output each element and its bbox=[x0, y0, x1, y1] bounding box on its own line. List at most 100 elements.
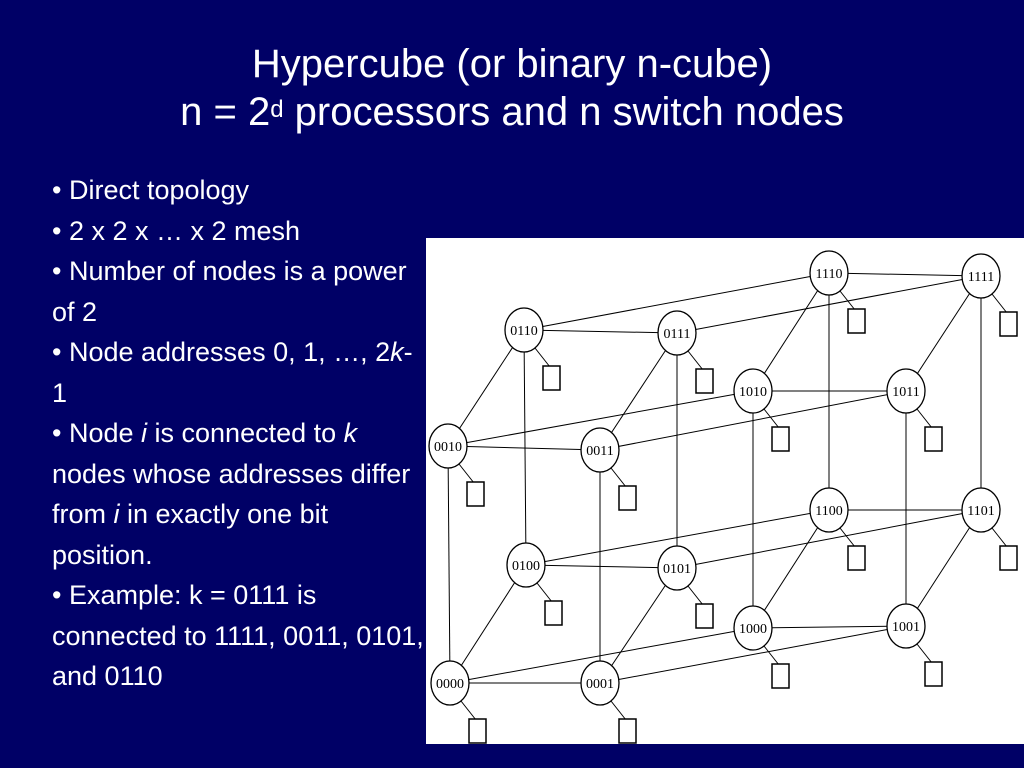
processor-box bbox=[468, 718, 487, 744]
bullet-node-addresses-var: k bbox=[390, 337, 404, 367]
switch-node bbox=[657, 310, 697, 356]
node-label: 0101 bbox=[663, 562, 691, 577]
processor-box bbox=[771, 426, 790, 452]
node-label: 1000 bbox=[739, 622, 767, 637]
processor-link bbox=[916, 643, 933, 664]
processor-box bbox=[544, 600, 563, 626]
bullet-list: • Direct topology • 2 x 2 x … x 2 mesh •… bbox=[52, 170, 424, 697]
conn-text-a: • Node bbox=[52, 418, 142, 448]
hypercube-edge bbox=[449, 564, 527, 684]
hypercube-edge bbox=[447, 445, 451, 684]
hypercube-edge bbox=[752, 625, 907, 629]
processor-link bbox=[916, 408, 933, 429]
processor-box bbox=[771, 663, 790, 689]
processor-box bbox=[542, 365, 561, 391]
switch-node bbox=[809, 487, 849, 533]
hypercube-edge bbox=[523, 329, 527, 566]
title-line-2-prefix: n = 2 bbox=[180, 90, 271, 134]
node-label: 1100 bbox=[815, 504, 842, 519]
processor-link bbox=[763, 645, 780, 666]
bullet-power-of-two: • Number of nodes is a power of 2 bbox=[52, 256, 407, 327]
node-label: 0110 bbox=[510, 324, 537, 339]
processor-box bbox=[695, 603, 714, 629]
conn-text-c: nodes whose addresses differ from bbox=[52, 458, 411, 530]
processor-box bbox=[847, 308, 866, 334]
switch-node bbox=[504, 307, 544, 353]
processor-link bbox=[839, 527, 856, 548]
bullet-example: • Example: k = 0111 is connected to 1111… bbox=[52, 580, 424, 691]
switch-node bbox=[580, 427, 620, 473]
node-label: 0011 bbox=[586, 444, 613, 459]
bullet-mesh: • 2 x 2 x … x 2 mesh bbox=[52, 215, 301, 246]
hypercube-edge bbox=[523, 329, 678, 334]
bullet-direct-topology: • Direct topology bbox=[52, 175, 250, 205]
processor-link bbox=[991, 293, 1008, 314]
switch-node bbox=[886, 368, 926, 414]
processor-link bbox=[763, 408, 780, 429]
node-label: 0010 bbox=[434, 440, 462, 455]
switch-node bbox=[580, 660, 620, 706]
hypercube-edge bbox=[752, 509, 830, 629]
hypercube-edge bbox=[905, 509, 982, 627]
node-label: 1001 bbox=[892, 620, 920, 635]
switch-node bbox=[657, 545, 697, 591]
processor-box bbox=[618, 718, 637, 744]
processor-box bbox=[924, 426, 943, 452]
title-line-2-suffix: processors and n switch nodes bbox=[283, 90, 844, 134]
conn-text-d: in exactly one bit position. bbox=[52, 499, 329, 570]
switch-node bbox=[430, 660, 470, 706]
processor-link bbox=[687, 350, 704, 371]
hypercube-edge bbox=[447, 445, 601, 451]
processor-link bbox=[687, 585, 704, 606]
conn-var-i: i bbox=[141, 418, 148, 448]
hypercube-edge bbox=[905, 275, 982, 392]
node-label: 1111 bbox=[968, 270, 994, 285]
node-label: 1010 bbox=[739, 385, 767, 400]
processor-box bbox=[695, 368, 714, 394]
bullet-node-addresses-text: • Node addresses 0, 1, …, 2 bbox=[52, 337, 391, 367]
hypercube-edge bbox=[752, 272, 830, 392]
slide-title: Hypercube (or binary n-cube) n = 2d proc… bbox=[0, 40, 1024, 136]
conn-var-k: k bbox=[343, 418, 358, 448]
title-line-2: n = 2d processors and n switch nodes bbox=[0, 88, 1024, 136]
processor-link bbox=[534, 347, 551, 368]
switch-node bbox=[886, 603, 926, 649]
hypercube-edge bbox=[447, 390, 754, 447]
node-label: 0001 bbox=[586, 677, 614, 692]
switch-node bbox=[733, 368, 773, 414]
processor-link bbox=[610, 467, 627, 488]
processor-link bbox=[458, 463, 475, 484]
node-label: 1110 bbox=[816, 267, 843, 282]
hypercube-edge bbox=[449, 627, 754, 684]
node-label: 0000 bbox=[436, 677, 464, 692]
node-label: 1101 bbox=[967, 504, 994, 519]
switch-node bbox=[506, 542, 546, 588]
node-label: 0100 bbox=[512, 559, 540, 574]
bullet-node-addresses: • Node addresses 0, 1, …, 2k-1 bbox=[52, 332, 424, 413]
switch-node bbox=[961, 487, 1001, 533]
bullet-node-connectivity: • Node i is connected to k nodes whose a… bbox=[52, 413, 424, 575]
switch-node bbox=[733, 605, 773, 651]
hypercube-edge bbox=[525, 564, 678, 569]
processor-box bbox=[466, 481, 485, 507]
hypercube-edge bbox=[676, 509, 982, 569]
processor-box bbox=[847, 545, 866, 571]
title-exponent: d bbox=[270, 96, 284, 123]
node-label: 0111 bbox=[664, 327, 691, 342]
conn-var-i-2: i bbox=[113, 499, 120, 529]
processor-box bbox=[999, 311, 1018, 337]
hypercube-edge bbox=[828, 272, 982, 277]
processor-link bbox=[991, 527, 1008, 548]
hypercube-diagram: 0000 0001 0010 0011 0100 0101 0110 0111 1000 1001… bbox=[426, 238, 1024, 744]
hypercube-edge bbox=[599, 332, 678, 451]
switch-node bbox=[809, 250, 849, 296]
processor-link bbox=[839, 290, 856, 311]
hypercube-edge bbox=[599, 625, 907, 684]
hypercube-edge bbox=[523, 272, 830, 331]
switch-node bbox=[428, 423, 468, 469]
title-line-1: Hypercube (or binary n-cube) bbox=[251, 42, 773, 86]
conn-text-b: is connected to bbox=[147, 418, 344, 448]
processor-box bbox=[999, 545, 1018, 571]
processor-link bbox=[536, 582, 553, 603]
switch-node bbox=[961, 253, 1001, 299]
